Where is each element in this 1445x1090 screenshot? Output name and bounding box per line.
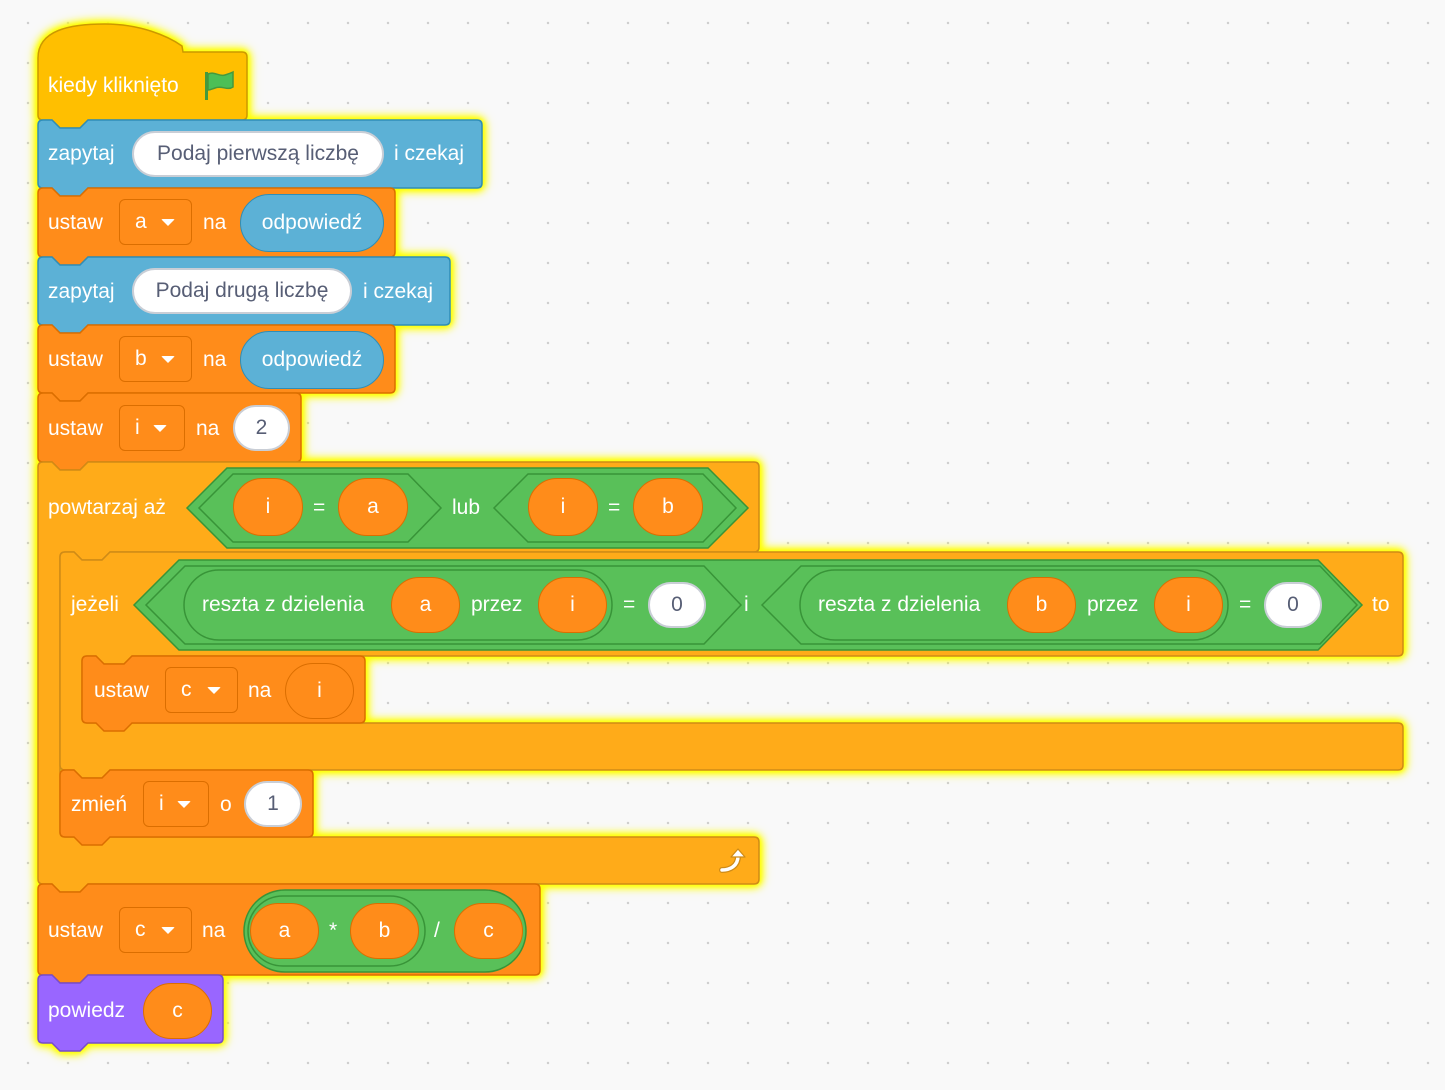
variable-reporter-a[interactable]: a [391,577,460,633]
variable-reporter-b[interactable]: b [633,478,703,536]
variable-dropdown-c-final[interactable]: c [119,907,192,953]
green-flag-icon [205,70,234,100]
variable-dropdown-i[interactable]: i [119,405,185,451]
variable-dropdown-c-inner[interactable]: c [165,667,238,713]
variable-reporter-c[interactable]: c [454,903,523,959]
variable-reporter-i[interactable]: i [538,577,607,633]
variable-reporter-a[interactable]: a [250,903,319,959]
variable-reporter-i[interactable]: i [1154,577,1223,633]
variable-dropdown-a[interactable]: a [119,199,192,245]
ask-question-input-1[interactable]: Podaj pierwszą liczbę [132,131,384,177]
answer-reporter-1[interactable]: odpowiedź [240,194,384,252]
variable-reporter-i[interactable]: i [528,478,598,536]
variable-dropdown-i-change[interactable]: i [143,781,209,827]
repeat-arrow-icon [719,848,746,873]
variable-dropdown-b[interactable]: b [119,336,192,382]
number-input-0-second[interactable]: 0 [1264,582,1322,628]
ask-question-input-2[interactable]: Podaj drugą liczbę [132,268,352,314]
variable-reporter-i[interactable]: i [233,478,303,536]
variable-reporter-c[interactable]: c [143,983,212,1039]
answer-reporter-2[interactable]: odpowiedź [240,331,384,389]
number-input-1[interactable]: 1 [244,781,302,827]
variable-reporter-i[interactable]: i [285,663,354,719]
variable-reporter-a[interactable]: a [338,478,408,536]
variable-reporter-b[interactable]: b [350,903,419,959]
number-input-0-first[interactable]: 0 [648,582,706,628]
number-input-2[interactable]: 2 [233,405,290,451]
variable-reporter-b[interactable]: b [1007,577,1076,633]
